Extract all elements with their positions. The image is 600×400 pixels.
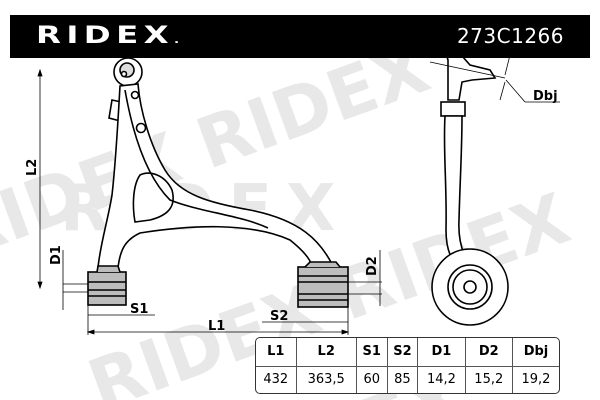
control-arm-side-view [431,52,509,326]
spec-header-s1: S1 [355,338,388,367]
dim-label-s2: S2 [270,309,288,324]
spec-value-l2: 363,5 [295,365,357,393]
brand-dot: . [174,35,185,46]
spec-value-s2: 85 [386,365,419,393]
dim-label-d1: D1 [49,245,64,265]
spec-value-s1: 60 [355,365,388,393]
spec-header-d1: D1 [417,338,466,367]
spec-header-dbj: Dbj [511,338,559,367]
part-number: 273C1266 [456,24,564,48]
header-bar: RIDEX. 273C1266 [10,15,590,58]
dim-label-l2: L2 [25,159,40,176]
spec-value-dbj: 19,2 [511,365,559,393]
brand-name: RIDEX [36,21,175,49]
spec-table-header-row: L1 L2 S1 S2 D1 D2 Dbj [256,338,559,367]
dbj-dimension [429,54,560,103]
spec-value-l1: 432 [256,365,297,393]
dimension-lines [37,68,382,335]
dim-label-s1: S1 [130,302,148,317]
spec-header-s2: S2 [386,338,419,367]
spec-table: L1 L2 S1 S2 D1 D2 Dbj 432 363,5 60 85 14… [255,337,560,394]
spec-header-l1: L1 [256,338,297,367]
dim-label-dbj: Dbj [533,89,558,104]
control-arm-front-view [87,57,349,308]
spec-value-d1: 14,2 [417,365,466,393]
spec-value-d2: 15,2 [464,365,513,393]
spec-header-l2: L2 [295,338,357,367]
dim-label-d2: D2 [365,256,380,276]
spec-table-value-row: 432 363,5 60 85 14,2 15,2 19,2 [256,365,559,393]
spec-header-d2: D2 [464,338,513,367]
dim-label-l1: L1 [208,319,225,334]
brand-logo: RIDEX. [36,21,185,49]
